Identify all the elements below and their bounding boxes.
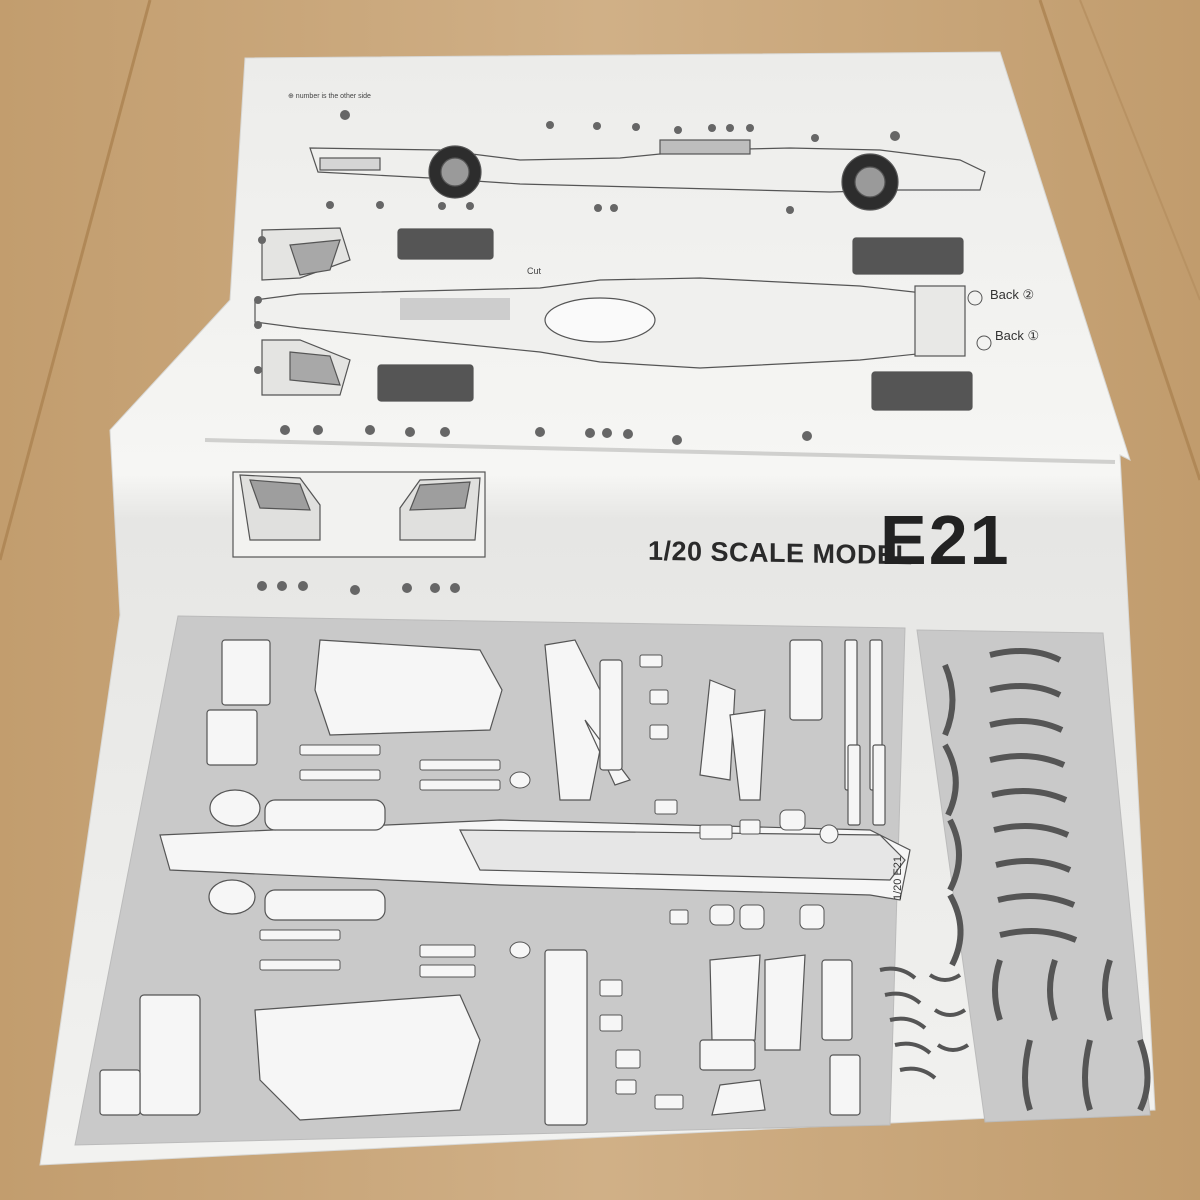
small-decals [259, 654, 839, 1110]
car-side-view [309, 139, 986, 211]
wing-detail-callouts [257, 581, 460, 595]
side-view-callouts [340, 110, 900, 142]
back-label-2: Back ② [990, 287, 1035, 302]
top-view-callouts [254, 201, 812, 445]
arc-decals-small [879, 966, 970, 1080]
decal-sheet-side [916, 629, 1151, 1123]
wood-seam [1079, 0, 1200, 301]
wood-seam [0, 0, 152, 561]
wood-seam [1038, 0, 1200, 481]
scale-label: 1/20 SCALE MODEL [648, 535, 913, 571]
car-top-view [254, 227, 973, 411]
decal-shapes [99, 639, 911, 1126]
arc-decals [942, 648, 1151, 1112]
rear-markers [967, 290, 992, 351]
cut-note: Cut [527, 266, 542, 276]
back-label-1: Back ① [995, 328, 1040, 343]
front-wing-detail [232, 471, 486, 558]
decal-sheet-code: 1/20 E21 [892, 855, 904, 900]
paper-fold [204, 438, 1116, 464]
model-code: E21 [880, 501, 1011, 579]
header-note: ⊕ number is the other side [288, 93, 371, 100]
